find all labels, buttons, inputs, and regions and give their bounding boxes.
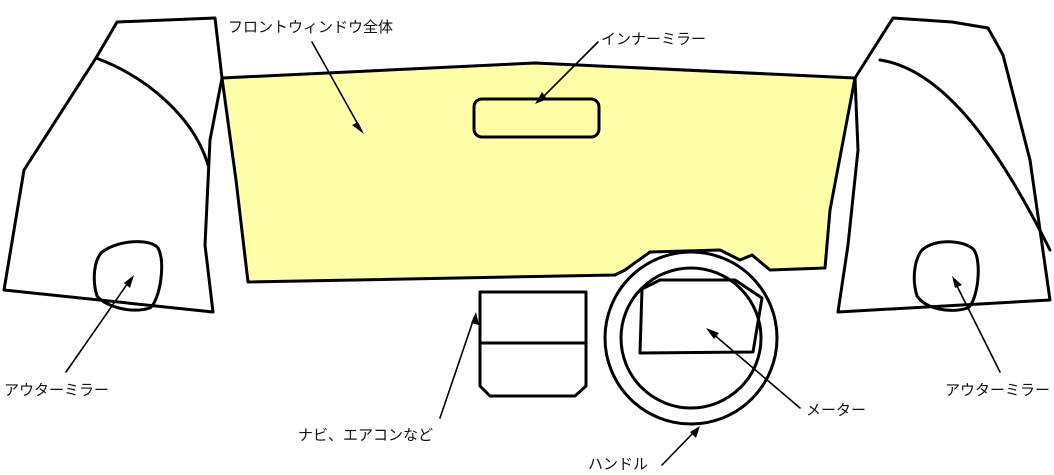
navi-aircon-panel [478,290,588,398]
label-outer-mirror-right: アウターミラー [945,381,1050,399]
right-pillar [836,16,1052,314]
arrowhead-outer-mirror-right [952,276,962,288]
outer-mirror-right [912,240,980,312]
left-pillar [2,16,224,314]
steering-wheel [603,250,779,426]
front-windshield [220,61,857,284]
inner-mirror [472,97,601,139]
arrowhead-meter [706,328,719,339]
arrowhead-navi [471,312,479,325]
pointer-outer-mirror-left [65,279,131,373]
pointer-navi [439,317,475,419]
pointer-outer-mirror-right [954,281,1001,373]
label-meter: メーター [806,401,866,419]
label-inner-mirror: インナーミラー [601,30,706,48]
pointer-meter [711,332,801,409]
label-navi: ナビ、エアコンなど [298,426,433,444]
pointer-inner-mirror [539,41,599,101]
arrowhead-handle [690,426,700,438]
label-windshield: フロントウィンドウ全体 [228,18,393,36]
meter [638,278,764,355]
arrowhead-inner-mirror [535,92,547,104]
label-outer-mirror-left: アウターミラー [4,381,109,399]
label-handle: ハンドル [588,455,648,473]
outer-mirror-left [92,240,164,312]
pointer-handle [661,429,697,466]
arrowhead-outer-mirror-left [124,275,134,288]
pointer-windshield [311,41,361,129]
arrowhead-windshield [352,122,364,134]
